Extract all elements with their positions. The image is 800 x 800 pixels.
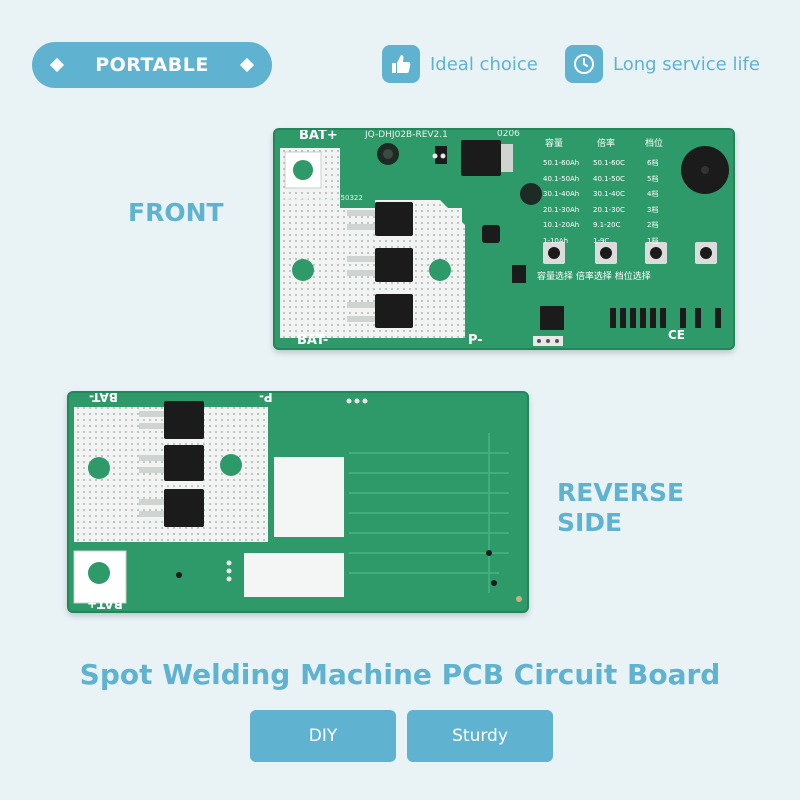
capacity-item: 10.1-20Ah	[543, 221, 580, 229]
code-label: 0206	[497, 129, 520, 139]
header-gear: 档位	[645, 139, 664, 149]
thumbs-up-icon	[382, 45, 420, 83]
capacity-item: 50.1-60Ah	[543, 159, 580, 167]
rate-item: 20.1-30C	[593, 205, 625, 214]
clock-icon	[565, 45, 603, 83]
diy-badge: DIY	[250, 710, 396, 762]
front-label: FRONT	[128, 198, 224, 227]
capacity-item: 40.1-50Ah	[543, 174, 580, 183]
capacity-column: 50.1-60Ah 40.1-50Ah 30.1-40Ah 20.1-30Ah …	[543, 156, 579, 249]
bat-plus-label: BAT+	[299, 128, 338, 143]
gear-item: 3档	[647, 205, 659, 214]
feature-long-service-life: Long service life	[565, 44, 760, 84]
feature-label: Long service life	[613, 53, 760, 75]
gear-item: 6档	[647, 159, 659, 167]
gear-column: 6档 5档 4档 3档 2档 1档	[647, 156, 658, 249]
rate-column: 50.1-60C 40.1-50C 30.1-40C 20.1-30C 9.1-…	[593, 156, 625, 249]
sturdy-badge: Sturdy	[407, 710, 553, 762]
capacity-item: 1-10Ah	[543, 236, 569, 245]
ce-mark: CE	[668, 328, 686, 342]
rate-item: 1-9C	[593, 236, 610, 245]
reverse-label: REVERSE SIDE	[557, 478, 684, 538]
footer-selection-labels: 容量选择 倍率选择 档位选择	[537, 272, 651, 282]
diamond-icon	[49, 57, 65, 73]
rate-item: 30.1-40C	[593, 190, 625, 198]
header-capacity: 容量	[545, 139, 564, 149]
diamond-icon	[239, 57, 255, 73]
pcb-front-image: BAT+ BAT- P- JQ-DHJ02B-REV2.1 0206 50096…	[273, 128, 735, 350]
rate-item: 50.1-60C	[593, 159, 625, 167]
reverse-label-line1: REVERSE	[557, 478, 685, 507]
rate-item: 9.1-20C	[593, 221, 621, 229]
header-rate: 倍率	[597, 139, 616, 149]
rear-bat-minus-label: BAT-	[89, 391, 118, 404]
rear-p-minus-label: P-	[259, 391, 273, 404]
capacity-item: 30.1-40Ah	[543, 190, 580, 198]
gear-item: 1档	[647, 236, 659, 245]
pcb-front-artwork	[280, 140, 729, 346]
feature-label: Ideal choice	[430, 53, 538, 75]
rate-item: 40.1-50C	[593, 174, 625, 183]
pcb-reverse-artwork	[73, 398, 522, 604]
p-minus-label: P-	[468, 333, 483, 348]
feature-ideal-choice: Ideal choice	[382, 44, 538, 84]
portable-label: PORTABLE	[95, 54, 209, 76]
rear-bat-plus-label: BAT+	[87, 597, 123, 611]
gear-item: 5档	[647, 174, 659, 183]
page-title: Spot Welding Machine PCB Circuit Board	[79, 658, 721, 691]
pcb-reverse-image: BAT- P- BAT+	[67, 391, 529, 613]
model-label: JQ-DHJ02B-REV2.1	[365, 130, 448, 140]
bat-minus-label: BAT-	[297, 333, 329, 348]
reverse-label-line2: SIDE	[557, 508, 623, 537]
serial-label: 500963A_P234_250322	[280, 194, 363, 202]
capacity-item: 20.1-30Ah	[543, 205, 580, 214]
gear-item: 4档	[647, 190, 659, 198]
portable-badge: PORTABLE	[32, 42, 272, 88]
gear-item: 2档	[647, 221, 659, 229]
